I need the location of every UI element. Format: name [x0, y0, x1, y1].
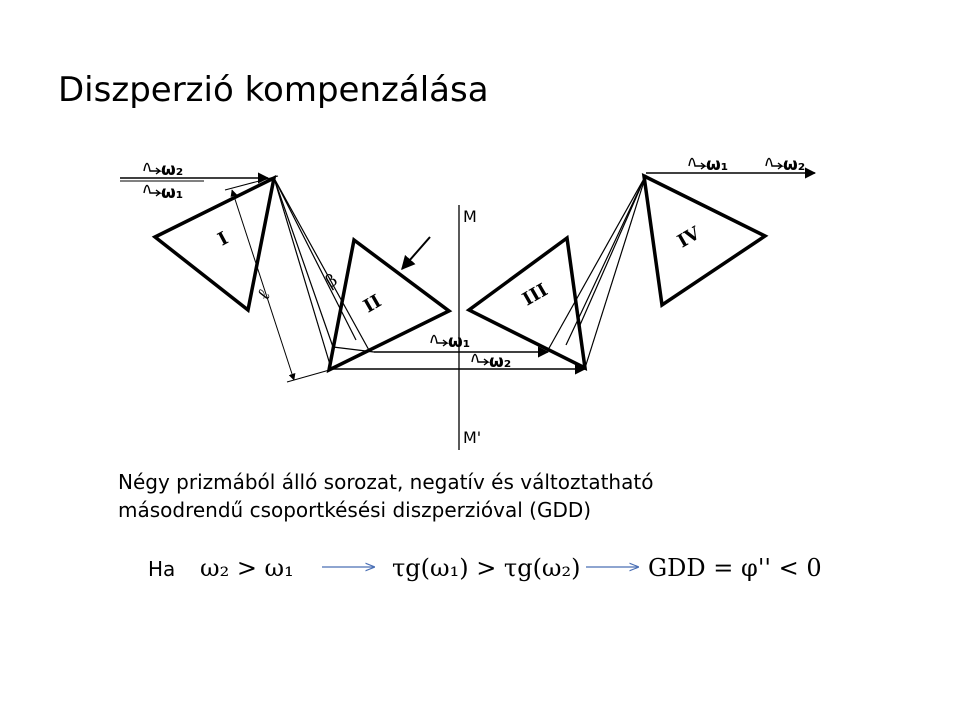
pulse-label-output-1: ω₁ — [706, 155, 728, 175]
mirror-label-bottom: M' — [463, 428, 481, 447]
pulse-icon — [688, 157, 708, 170]
ray-fan-left — [273, 177, 371, 369]
ray-fan-right — [547, 174, 647, 369]
pulse-icon — [471, 353, 491, 366]
formula-row: Ha ω₂ > ω₁ τg(ω₁) > τg(ω₂) GDD = φ'' < 0 — [148, 553, 868, 589]
length-tick-bottom — [286, 368, 334, 383]
implies-arrow-2 — [586, 555, 644, 579]
pulse-label-output-2: ω₂ — [783, 155, 805, 175]
pulse-label-middle-1: ω₁ — [448, 332, 470, 352]
mirror-label-top: M — [463, 207, 477, 226]
prism-label-3: III — [519, 280, 551, 311]
pulse-icon — [765, 157, 785, 170]
prism-label-2: II — [360, 291, 385, 318]
pulse-icon — [143, 184, 163, 197]
formula-part-3: GDD = φ'' < 0 — [648, 554, 822, 582]
pulse-icon — [143, 162, 163, 175]
length-dimension — [230, 189, 296, 381]
pulse-label-input-bottom: ω₁ — [161, 183, 183, 203]
pulse-label-middle-2: ω₂ — [489, 352, 511, 372]
prism-label-4: IV — [674, 222, 705, 252]
formula-prefix: Ha — [148, 557, 176, 581]
angle-label: β — [323, 270, 342, 292]
caption-line-2: másodrendű csoportkésési diszperzióval (… — [118, 498, 592, 522]
length-tick-top — [224, 175, 279, 191]
prism-2 — [326, 236, 453, 374]
pulse-icons — [143, 157, 785, 366]
caption-line-1: Négy prizmából álló sorozat, negatív és … — [118, 470, 654, 494]
prism-4 — [641, 172, 769, 309]
pulse-label-input-top: ω₂ — [161, 160, 183, 180]
prism-label-1: I — [214, 228, 231, 250]
slide-title: Diszperzió kompenzálása — [58, 70, 489, 110]
implies-arrow-1 — [322, 555, 380, 579]
formula-part-2: τg(ω₁) > τg(ω₂) — [392, 554, 581, 582]
formula-part-1: ω₂ > ω₁ — [200, 554, 294, 582]
prism-3 — [465, 234, 588, 372]
pulse-icon — [430, 334, 450, 347]
pointer-arrow — [401, 236, 431, 271]
caption: Négy prizmából álló sorozat, negatív és … — [118, 468, 838, 524]
